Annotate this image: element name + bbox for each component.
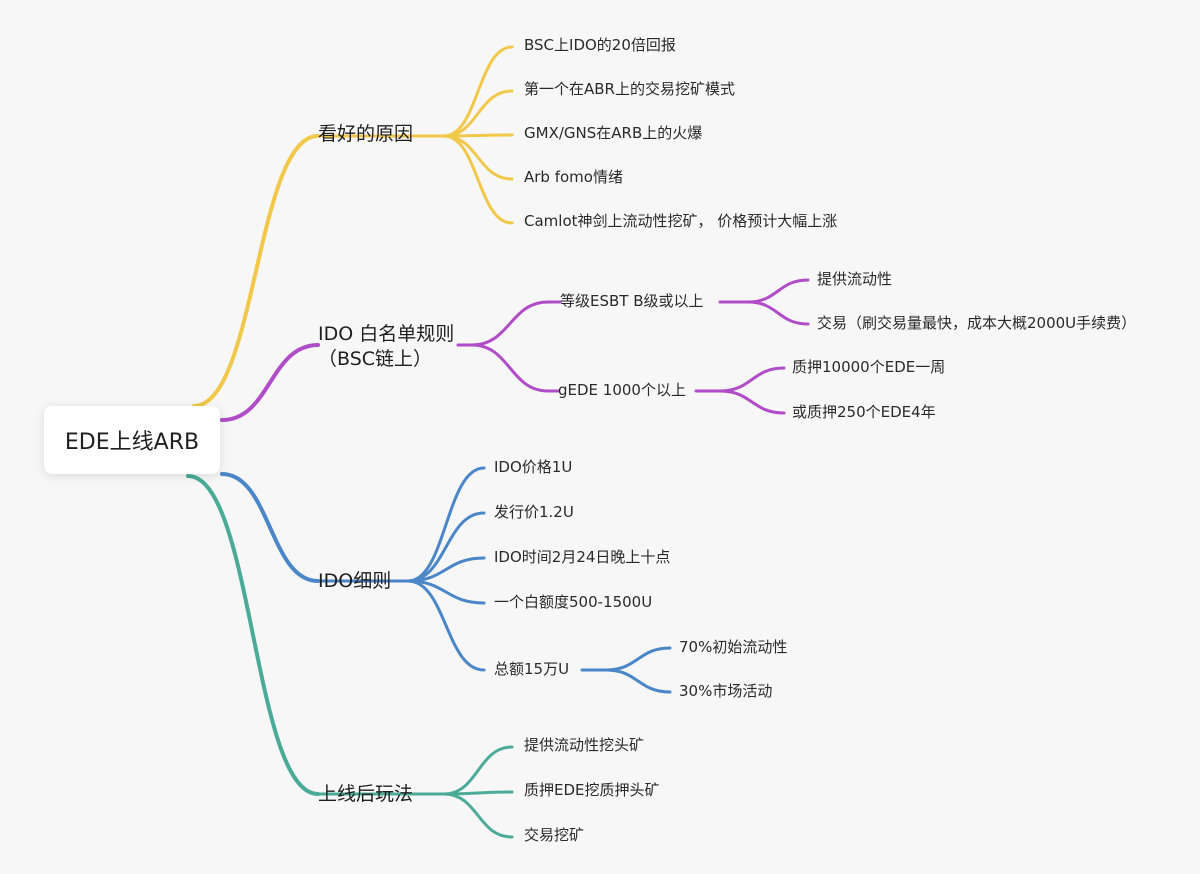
gede-option-stake-4y[interactable]: 或质押250个EDE4年 <box>792 405 936 420</box>
total-split-label: 30%市场活动 <box>679 682 773 700</box>
branch-reasons[interactable]: 看好的原因 <box>318 125 413 144</box>
detail-item-label: 发行价1.2U <box>494 503 574 521</box>
total-split-liquidity[interactable]: 70%初始流动性 <box>679 640 787 655</box>
detail-total[interactable]: 总额15万U <box>494 662 569 677</box>
detail-item-1[interactable]: IDO价格1U <box>494 460 572 475</box>
reason-item-4[interactable]: Arb fomo情绪 <box>524 170 623 185</box>
root-to-play-edge <box>186 474 320 796</box>
whitelist-tier-label: 等级ESBT B级或以上 <box>560 292 704 310</box>
gede-child-edge-1 <box>718 366 786 393</box>
detail-item-label: 一个白额度500-1500U <box>494 593 653 611</box>
details-child-edge-5 <box>406 579 486 672</box>
esbt-child-edge-2 <box>746 300 810 326</box>
whitelist-tier-gede[interactable]: gEDE 1000个以上 <box>558 383 686 398</box>
play-item-3[interactable]: 交易挖矿 <box>524 828 584 843</box>
reason-item-1[interactable]: BSC上IDO的20倍回报 <box>524 38 676 53</box>
detail-item-3[interactable]: IDO时间2月24日晚上十点 <box>494 550 670 565</box>
branch-play[interactable]: 上线后玩法 <box>318 785 413 804</box>
whitelist-tier-label: gEDE 1000个以上 <box>558 381 686 399</box>
total-split-marketing[interactable]: 30%市场活动 <box>679 684 772 699</box>
reason-item-5[interactable]: Camlot神剑上流动性挖矿， 价格预计大幅上涨 <box>524 214 837 229</box>
reason-item-label: Arb fomo情绪 <box>524 168 623 186</box>
gede-option-label: 质押10000个EDE一周 <box>792 358 946 376</box>
play-item-1[interactable]: 提供流动性挖头矿 <box>524 738 644 753</box>
esbt-child-edge-1 <box>746 278 810 304</box>
play-child-edge-3 <box>442 792 514 839</box>
root-to-reasons-edge <box>192 134 320 408</box>
root-to-whitelist-edge <box>220 343 320 422</box>
reasons-child-edge-3 <box>442 133 514 138</box>
branch-whitelist[interactable]: IDO 白名单规则 （BSC链上） <box>318 322 454 371</box>
detail-total-label: 总额15万U <box>494 660 570 678</box>
detail-item-label: IDO时间2月24日晚上十点 <box>494 548 671 566</box>
details-child-edge-2 <box>406 511 486 583</box>
esbt-option-label: 交易（刷交易量最快，成本大概2000U手续费） <box>817 314 1137 332</box>
total-child-edge-2 <box>604 668 672 694</box>
reasons-child-edge-4 <box>442 134 514 181</box>
root-to-details-edge <box>220 472 320 583</box>
branch-whitelist-label-line2: （BSC链上） <box>318 347 433 370</box>
esbt-option-label: 提供流动性 <box>817 270 893 288</box>
branch-details[interactable]: IDO细则 <box>318 572 391 591</box>
reason-item-label: GMX/GNS在ARB上的火爆 <box>524 124 703 142</box>
root-label: EDE上线ARB <box>64 430 200 455</box>
reasons-connectors <box>192 45 514 408</box>
details-child-edge-1 <box>406 466 486 583</box>
branch-reasons-label: 看好的原因 <box>318 123 414 145</box>
details-child-edge-4 <box>406 579 486 605</box>
reason-item-3[interactable]: GMX/GNS在ARB上的火爆 <box>524 126 702 141</box>
esbt-option-liquidity[interactable]: 提供流动性 <box>817 272 892 287</box>
branch-details-label: IDO细则 <box>318 570 392 592</box>
reason-item-label: BSC上IDO的20倍回报 <box>524 36 676 54</box>
gede-child-edge-2 <box>718 389 786 415</box>
detail-item-label: IDO价格1U <box>494 458 573 476</box>
detail-item-4[interactable]: 一个白额度500-1500U <box>494 595 652 610</box>
play-connectors <box>186 474 514 839</box>
reasons-child-edge-1 <box>442 45 514 138</box>
branch-play-label: 上线后玩法 <box>318 783 414 805</box>
reason-item-label: Camlot神剑上流动性挖矿， 价格预计大幅上涨 <box>524 212 838 230</box>
esbt-option-trading[interactable]: 交易（刷交易量最快，成本大概2000U手续费） <box>817 316 1136 331</box>
detail-item-2[interactable]: 发行价1.2U <box>494 505 574 520</box>
details-connectors <box>220 466 672 694</box>
reasons-child-edge-2 <box>442 89 514 138</box>
whitelist-connectors <box>220 278 810 422</box>
branch-whitelist-label-line1: IDO 白名单规则 <box>318 323 455 345</box>
play-item-2[interactable]: 质押EDE挖质押头矿 <box>524 783 660 798</box>
play-item-label: 交易挖矿 <box>524 826 585 844</box>
play-child-edge-1 <box>442 745 514 796</box>
root-node[interactable]: EDE上线ARB <box>44 406 220 474</box>
gede-option-label: 或质押250个EDE4年 <box>792 403 936 421</box>
reason-item-2[interactable]: 第一个在ABR上的交易挖矿模式 <box>524 82 735 97</box>
whitelist-tier-esbt[interactable]: 等级ESBT B级或以上 <box>560 294 704 309</box>
total-split-label: 70%初始流动性 <box>679 638 788 656</box>
reason-item-label: 第一个在ABR上的交易挖矿模式 <box>524 80 735 98</box>
reasons-child-edge-5 <box>442 134 514 225</box>
whitelist-to-esbt-edge <box>470 300 550 347</box>
play-item-label: 提供流动性挖头矿 <box>524 736 645 754</box>
total-child-edge-1 <box>604 646 672 672</box>
play-item-label: 质押EDE挖质押头矿 <box>524 781 660 799</box>
whitelist-to-gede-edge <box>470 343 550 393</box>
gede-option-stake-week[interactable]: 质押10000个EDE一周 <box>792 360 945 375</box>
